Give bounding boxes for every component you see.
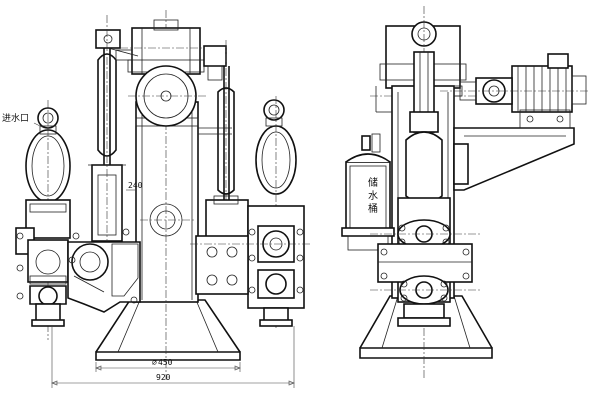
motor — [440, 53, 590, 113]
front-dimensions: 240 450 ⌀ 920 — [51, 181, 295, 388]
svg-text:⌀: ⌀ — [152, 358, 157, 367]
eccentric-disc — [128, 65, 206, 127]
tank-char-1: 储 — [368, 176, 378, 189]
tank-char-3: 桶 — [368, 202, 378, 215]
dim-base-label: 450 — [158, 358, 173, 367]
front-base — [95, 299, 241, 361]
dim-total-label: 920 — [156, 373, 171, 382]
right-rod-assembly — [198, 40, 235, 215]
storage-tank: 储 水 桶 — [341, 133, 395, 251]
dim-height-label: 240 — [128, 181, 143, 190]
inlet-label: 进水口 — [2, 112, 29, 124]
left-air-chamber — [25, 100, 71, 340]
tank-char-2: 水 — [368, 190, 378, 202]
side-view: 储 水 桶 — [341, 6, 590, 380]
right-valve-body — [190, 195, 312, 327]
left-rod-assembly — [88, 15, 139, 250]
center-manifold — [67, 228, 141, 313]
right-air-chamber — [255, 96, 297, 328]
motor-bracket — [453, 109, 575, 191]
side-pump-body — [370, 197, 480, 327]
inlet-callout: 进水口 — [2, 112, 45, 129]
front-view: 进水口 — [2, 10, 312, 388]
